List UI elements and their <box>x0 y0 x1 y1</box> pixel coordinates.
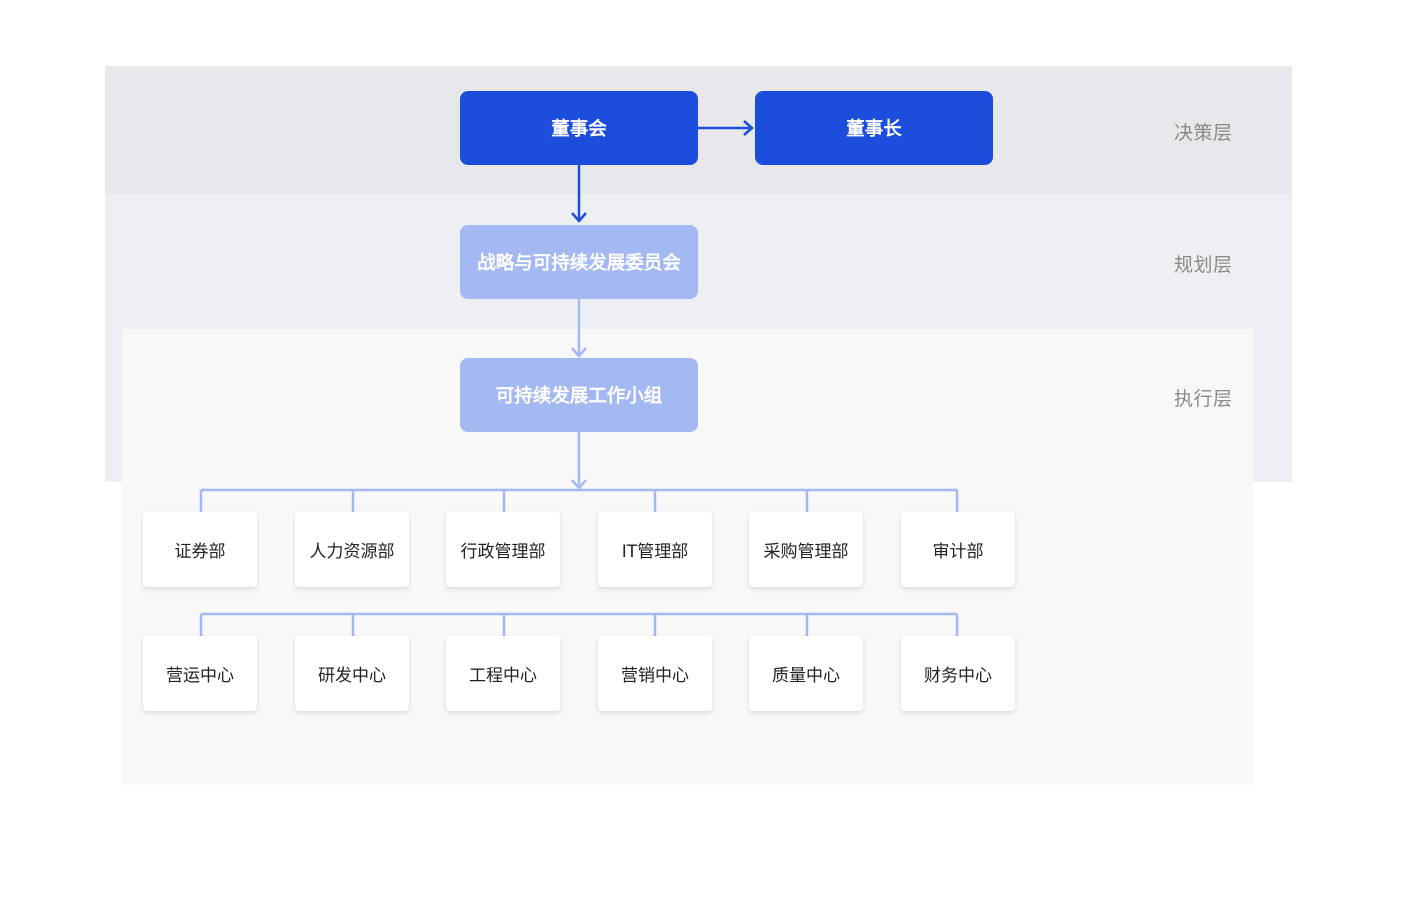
center-box: 工程中心 <box>446 636 560 711</box>
decision-layer-band <box>105 66 1292 194</box>
planning-layer-label: 规划层 <box>1174 254 1233 276</box>
center-box: 财务中心 <box>901 636 1015 711</box>
chairman-node: 董事长 <box>755 91 993 165</box>
center-box: 研发中心 <box>295 636 409 711</box>
department-box: 行政管理部 <box>446 512 560 587</box>
arrow-head-departments <box>571 479 587 490</box>
department-box: 人力资源部 <box>295 512 409 587</box>
department-box: 证券部 <box>143 512 257 587</box>
arrow-head-committee <box>571 212 587 223</box>
working-group-node: 可持续发展工作小组 <box>460 358 698 432</box>
center-box: 营销中心 <box>598 636 712 711</box>
board-node: 董事会 <box>460 91 698 165</box>
arrow-head-group <box>571 347 587 358</box>
center-box: 营运中心 <box>143 636 257 711</box>
department-box: 采购管理部 <box>749 512 863 587</box>
committee-node: 战略与可持续发展委员会 <box>460 225 698 299</box>
department-box: IT管理部 <box>598 512 712 587</box>
center-box: 质量中心 <box>749 636 863 711</box>
decision-layer-label: 决策层 <box>1174 122 1233 144</box>
department-box: 审计部 <box>901 512 1015 587</box>
arrow-head-chairman <box>743 120 754 136</box>
execution-layer-label: 执行层 <box>1174 388 1233 410</box>
